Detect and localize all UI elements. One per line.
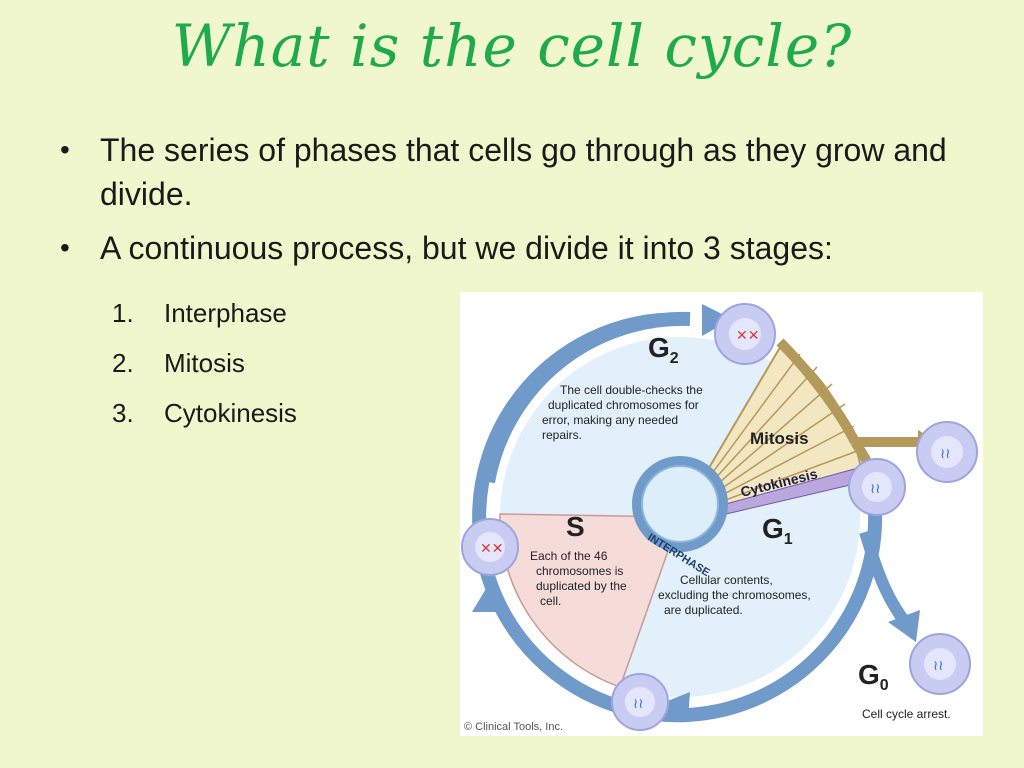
svg-text:repairs.: repairs. (542, 428, 582, 442)
cell-s: ✕✕ (461, 518, 519, 576)
bullet-text: A continuous process, but we divide it i… (100, 230, 833, 266)
mitosis-arrow-path (776, 338, 860, 445)
svg-text:The cell double-checks the: The cell double-checks the (560, 383, 703, 397)
s-description: Each of the 46 chromosomes is duplicated… (530, 549, 627, 608)
cell-g0: ≀≀ (909, 633, 971, 695)
cell-g1: ≀≀ (611, 673, 669, 731)
ring-arrowhead-g2 (702, 304, 732, 336)
stages-list: 1. Interphase 2. Mitosis 3. Cytokinesis (112, 288, 297, 438)
svg-text:are duplicated.: are duplicated. (664, 603, 743, 617)
svg-text:≀≀: ≀≀ (940, 446, 951, 462)
copyright-text: © Clinical Tools, Inc. (464, 721, 563, 733)
stage-item: 3. Cytokinesis (112, 388, 297, 438)
bullet-dot-icon: • (60, 134, 70, 165)
stage-number: 1. (112, 298, 134, 328)
s-label: S (566, 511, 585, 542)
stage-item: 1. Interphase (112, 288, 297, 338)
svg-text:≀≀: ≀≀ (870, 481, 881, 497)
bullet-item: • A continuous process, but we divide it… (60, 226, 960, 270)
svg-text:duplicated by the: duplicated by the (536, 579, 627, 593)
g1-label: G1 (762, 513, 793, 548)
g0-description: Cell cycle arrest. (862, 707, 951, 721)
svg-text:cell.: cell. (540, 594, 561, 608)
g1-description: Cellular contents, excluding the chromos… (658, 573, 811, 617)
svg-text:✕✕: ✕✕ (480, 541, 503, 557)
svg-text:Cellular contents,: Cellular contents, (680, 573, 773, 587)
svg-text:✕✕: ✕✕ (736, 328, 759, 344)
svg-text:error, making any needed: error, making any needed (542, 413, 678, 427)
bullet-item: • The series of phases that cells go thr… (60, 128, 960, 216)
svg-text:Each of the 46: Each of the 46 (530, 549, 608, 563)
svg-text:duplicated chromosomes for: duplicated chromosomes for (548, 398, 699, 412)
cell-cycle-svg: INTERPHASE ✕✕ ≀≀ ≀≀ ✕✕ ≀≀ (461, 303, 978, 733)
cell-cycle-diagram: INTERPHASE ✕✕ ≀≀ ≀≀ ✕✕ ≀≀ (460, 292, 983, 736)
g2-description: The cell double-checks the duplicated ch… (542, 383, 703, 442)
g0-arrowhead (888, 610, 920, 642)
svg-text:≀≀: ≀≀ (633, 696, 644, 712)
bullet-text: The series of phases that cells go throu… (100, 132, 947, 212)
svg-text:chromosomes is: chromosomes is (536, 564, 623, 578)
svg-text:≀≀: ≀≀ (933, 658, 944, 674)
svg-text:excluding the chromosomes,: excluding the chromosomes, (658, 588, 811, 602)
stage-label: Interphase (164, 298, 287, 328)
interphase-cell (641, 465, 719, 543)
ring-arrowhead-s (472, 582, 510, 612)
ring-arrowhead-g1 (660, 692, 690, 720)
slide-title: What is the cell cycle? (171, 12, 853, 80)
g0-label: G0 (858, 659, 889, 694)
cycle-ring-top (481, 311, 691, 484)
cell-g2: ✕✕ (714, 303, 776, 365)
stage-label: Cytokinesis (164, 398, 297, 428)
bullet-dot-icon: • (60, 232, 70, 263)
cell-daughter-2: ≀≀ (848, 458, 906, 516)
g2-label: G2 (648, 332, 679, 367)
stage-number: 3. (112, 398, 134, 428)
mitosis-label: Mitosis (750, 429, 809, 448)
bullet-list: • The series of phases that cells go thr… (60, 128, 960, 280)
stage-item: 2. Mitosis (112, 338, 297, 388)
stage-label: Mitosis (164, 348, 245, 378)
cell-daughter-1: ≀≀ (916, 421, 978, 483)
stage-number: 2. (112, 348, 134, 378)
g0-arrow-path (859, 530, 910, 626)
